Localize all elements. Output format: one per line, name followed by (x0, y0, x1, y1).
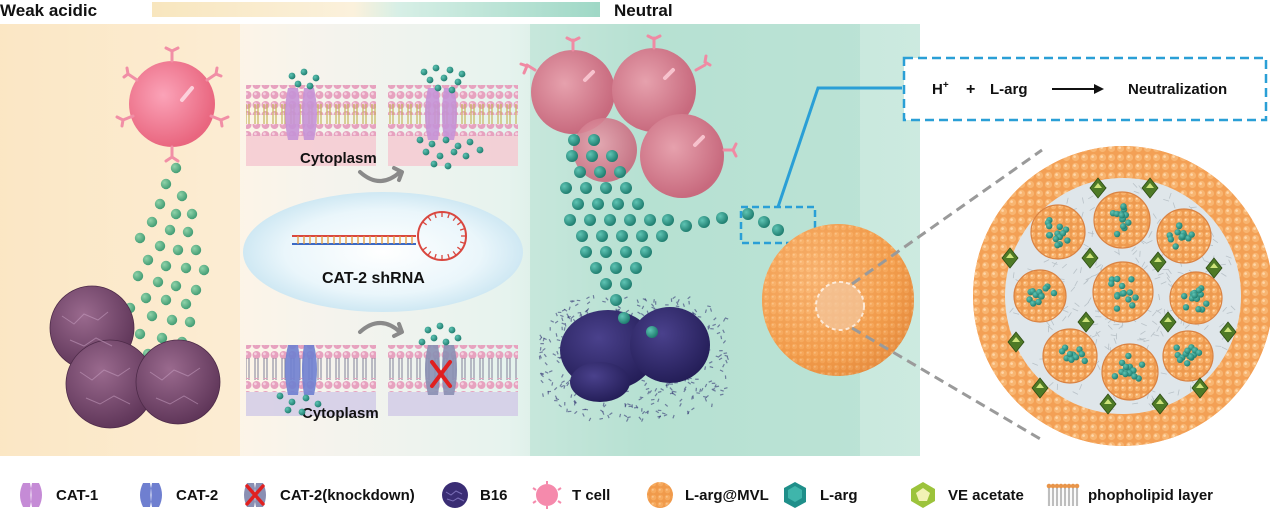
phospholipid-layer-icon (1046, 480, 1080, 510)
membrane-cat2-knockdown (388, 345, 518, 416)
legend-item-l-arg-mvl: L-arg@MVL (643, 480, 769, 510)
mvl-cross-section (973, 146, 1270, 446)
b16-icon (438, 480, 472, 510)
connector-line (776, 86, 902, 208)
membrane-cat1-left (246, 85, 376, 166)
ve-acetate-icon (906, 480, 940, 510)
legend-item-cat2-knockdown: CAT-2(knockdown) (238, 480, 415, 510)
l-arg-icon (778, 480, 812, 510)
legend-label: L-arg (820, 486, 858, 504)
cytoplasm-label-top: Cytoplasm (300, 150, 377, 167)
b16-cluster-left (49, 285, 221, 429)
neutralization-label: Neutralization (1128, 81, 1227, 98)
cat2-icon (134, 480, 168, 510)
membrane-cat1-right (388, 85, 518, 166)
legend-label: CAT-2 (176, 486, 219, 504)
legend-label: T cell (572, 486, 611, 504)
l-arg-reactant: L-arg (990, 81, 1028, 98)
legend-item-cat1: CAT-1 (14, 480, 98, 510)
reaction-arrow (1052, 84, 1104, 94)
zoom-lines (851, 148, 1043, 442)
cycle-arrows (358, 166, 404, 338)
ph-gradient-bar (152, 2, 600, 17)
legend-label: phopholipid layer (1088, 486, 1214, 504)
membrane-cat2-left (246, 345, 376, 416)
cat1-icon (14, 480, 48, 510)
cytoplasm-label-bottom: Cytoplasm (302, 405, 379, 422)
l-arg-flow-right (560, 134, 784, 338)
l-arg-flow-left (120, 162, 210, 362)
legend-label: CAT-1 (56, 486, 99, 504)
t-cells-right (519, 34, 738, 198)
t-cell-left (115, 46, 230, 163)
l-arg-mvl-icon (643, 480, 677, 510)
plus-sign: + (966, 81, 975, 98)
legend-item-t-cell: T cell (530, 480, 610, 510)
legend-item-cat2: CAT-2 (134, 480, 218, 510)
cat2-knockdown-icon (238, 480, 272, 510)
weak-acidic-label: Weak acidic (0, 1, 97, 20)
legend-label: CAT-2(knockdown) (280, 486, 415, 504)
legend-item-b16: B16 (438, 480, 508, 510)
membrane-l-arg-dots (276, 64, 484, 416)
legend-item-l-arg: L-arg (778, 480, 858, 510)
neutral-label: Neutral (614, 1, 673, 20)
legend: CAT-1 CAT-2 CAT-2(knockdown) B16 T cell L-arg… (0, 466, 1270, 523)
legend-item-ve-acetate: VE acetate (906, 480, 1024, 510)
legend-label: VE acetate (948, 486, 1024, 504)
t-cell-icon (530, 480, 564, 510)
h-plus-label: H+ (932, 80, 949, 98)
shrna-label: CAT-2 shRNA (322, 270, 425, 287)
legend-label: L-arg@MVL (685, 486, 769, 504)
legend-label: B16 (480, 486, 508, 504)
b16-cluster-right (560, 307, 710, 402)
l-arg-mvl-sphere (762, 224, 914, 376)
legend-item-phospholipid-layer: phopholipid layer (1046, 480, 1213, 510)
shrna-panel: CAT-2 shRNA (243, 192, 523, 312)
